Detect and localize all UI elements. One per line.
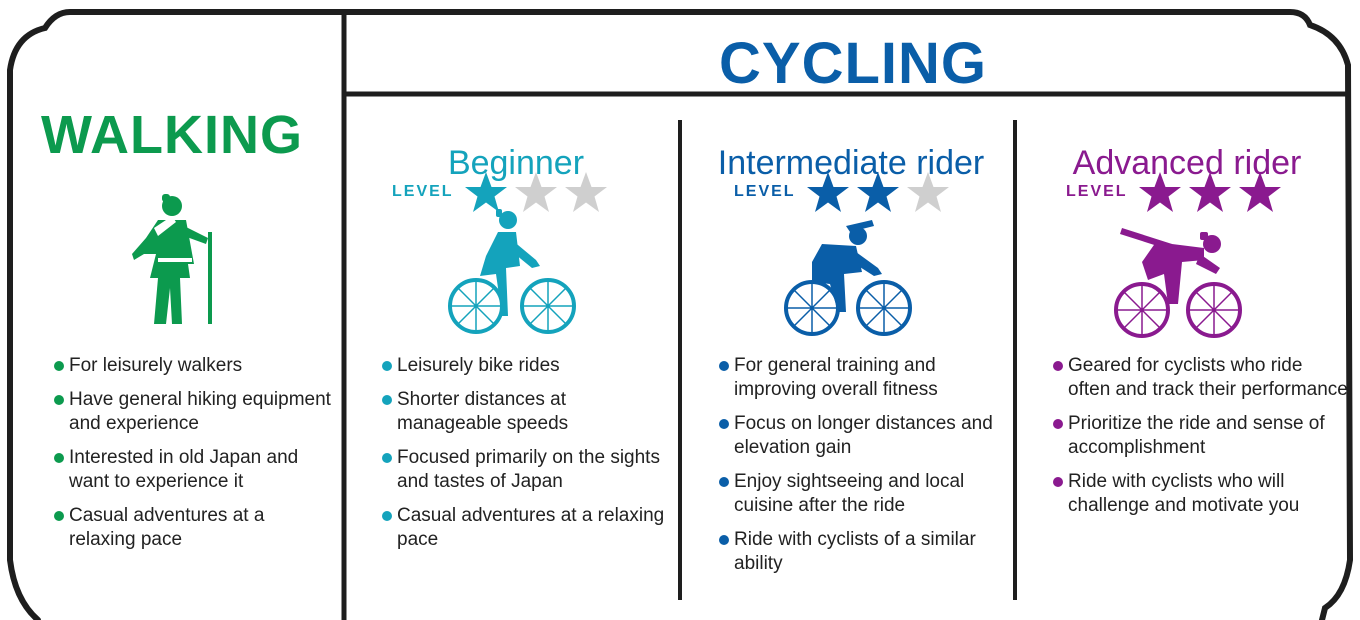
list-item: Shorter distances at manageable speeds bbox=[382, 388, 672, 436]
list-item: Focused primarily on the sights and tast… bbox=[382, 446, 672, 494]
level-label: LEVEL bbox=[1066, 183, 1128, 200]
star-icon bbox=[564, 172, 607, 212]
level-label: LEVEL bbox=[734, 183, 796, 200]
star-icon bbox=[1138, 172, 1181, 212]
list-item: Ride with cyclists of a similar ability bbox=[719, 528, 1009, 576]
list-item: Ride with cyclists who will challenge an… bbox=[1053, 470, 1348, 518]
beginner-level-rating: LEVEL bbox=[392, 172, 614, 212]
cyclist-beginner-icon bbox=[448, 209, 576, 334]
star-icon bbox=[464, 172, 507, 212]
walking-bullet-list: For leisurely walkers Have general hikin… bbox=[54, 354, 334, 562]
list-item: For general training and improving overa… bbox=[719, 354, 1009, 402]
list-item: Prioritize the ride and sense of accompl… bbox=[1053, 412, 1348, 460]
list-item: For leisurely walkers bbox=[54, 354, 334, 378]
hiker-icon bbox=[132, 194, 212, 324]
beginner-title: Beginner bbox=[447, 144, 585, 183]
list-item: Casual adventures at a relaxing pace bbox=[382, 504, 672, 552]
star-icon bbox=[806, 172, 849, 212]
list-item: Focus on longer distances and elevation … bbox=[719, 412, 1009, 460]
cyclist-advanced-icon bbox=[1114, 228, 1242, 338]
list-item: Interested in old Japan and want to expe… bbox=[54, 446, 334, 494]
intermediate-bullet-list: For general training and improving overa… bbox=[719, 354, 1009, 586]
star-icon bbox=[906, 172, 949, 212]
list-item: Geared for cyclists who ride often and t… bbox=[1053, 354, 1348, 402]
list-item: Enjoy sightseeing and local cuisine afte… bbox=[719, 470, 1009, 518]
cyclist-intermediate-icon bbox=[784, 220, 912, 336]
list-item: Leisurely bike rides bbox=[382, 354, 672, 378]
advanced-level-rating: LEVEL bbox=[1066, 172, 1288, 212]
star-icon bbox=[856, 172, 899, 212]
walking-title: WALKING bbox=[41, 105, 303, 165]
cycling-title: CYCLING bbox=[719, 31, 987, 96]
intermediate-level-rating: LEVEL bbox=[734, 172, 956, 212]
star-icon bbox=[514, 172, 557, 212]
star-icon bbox=[1188, 172, 1231, 212]
beginner-bullet-list: Leisurely bike rides Shorter distances a… bbox=[382, 354, 672, 562]
intermediate-title: Intermediate rider bbox=[717, 144, 985, 183]
advanced-bullet-list: Geared for cyclists who ride often and t… bbox=[1053, 354, 1348, 528]
level-label: LEVEL bbox=[392, 183, 454, 200]
star-icon bbox=[1238, 172, 1281, 212]
advanced-title: Advanced rider bbox=[1072, 144, 1302, 183]
list-item: Casual adventures at a relaxing pace bbox=[54, 504, 334, 552]
list-item: Have general hiking equipment and experi… bbox=[54, 388, 334, 436]
